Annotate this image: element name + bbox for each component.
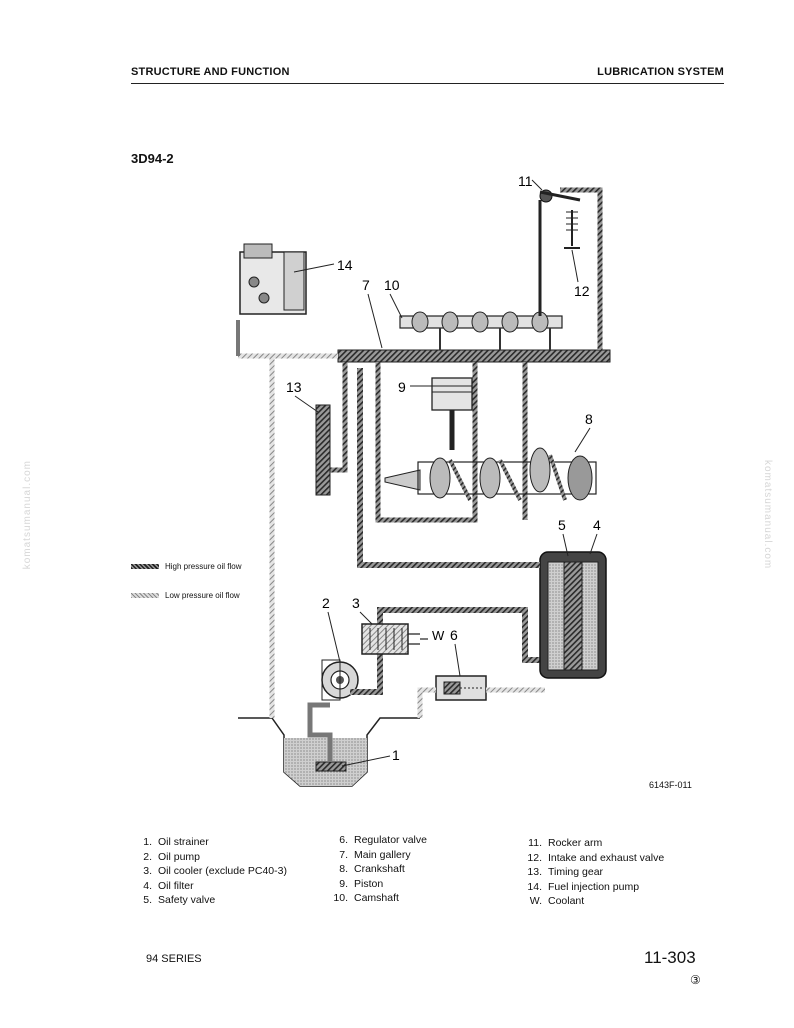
legend-low-pressure: Low pressure oil flow [131, 591, 240, 600]
suction-pipe [307, 702, 333, 762]
list-item: 4.Oil filter [143, 879, 194, 892]
crank-branch [375, 362, 478, 523]
legend-high-pressure: High pressure oil flow [131, 562, 241, 571]
parts-list-col2: 6.Regulator valve 7.Main gallery 8.Crank… [326, 833, 427, 906]
regulator-return [417, 687, 545, 718]
regulator-valve [435, 675, 487, 701]
page-number: 11-303 [644, 948, 696, 967]
callout-14: 14 [337, 257, 353, 273]
list-item: 10.Camshaft [333, 892, 399, 904]
crankshaft [384, 447, 597, 501]
callout-3: 3 [352, 595, 360, 611]
leader-lines [293, 179, 598, 767]
pump-outlet-pipe [350, 607, 545, 695]
timing-gear [315, 404, 331, 496]
figure-id: 6143F-011 [649, 780, 692, 790]
list-item: 12.Intake and exhaust valve [527, 851, 665, 864]
watermark-right: komatsumanual.com [762, 460, 773, 570]
piston [431, 377, 473, 450]
callout-8: 8 [585, 411, 593, 427]
legend-low-label: Low pressure oil flow [165, 591, 240, 600]
list-item: 5.Safety valve [143, 894, 216, 906]
legend-high-swatch [131, 564, 159, 570]
list-item: 9.Piston [339, 877, 384, 890]
header-section-title: STRUCTURE AND FUNCTION [131, 66, 290, 78]
callout-1: 1 [392, 747, 400, 763]
list-item: 6.Regulator valve [339, 834, 427, 846]
callout-12: 12 [574, 283, 590, 299]
main-gallery [337, 349, 611, 363]
callout-7: 7 [362, 277, 370, 293]
list-item: 2.Oil pump [143, 850, 201, 863]
callout-w: W [432, 628, 445, 643]
legend-high-label: High pressure oil flow [165, 562, 242, 571]
callout-13: 13 [286, 379, 302, 395]
list-item: 3.Oil cooler (exclude PC40-3) [143, 865, 287, 877]
list-item: 14.Fuel injection pump [527, 880, 640, 893]
callout-2: 2 [322, 595, 330, 611]
list-item: 8.Crankshaft [339, 863, 405, 875]
oil-cooler [361, 623, 428, 655]
revision-mark: ③ [690, 973, 701, 987]
rocker-feed [560, 187, 603, 350]
list-item: 1.Oil strainer [143, 836, 209, 848]
engine-model-label: 3D94-2 [131, 151, 174, 166]
oil-strainer [315, 761, 347, 772]
timing-branch [330, 362, 348, 473]
footer-series: 94 SERIES [146, 953, 202, 965]
oil-filter [539, 551, 607, 679]
rocker-assembly [538, 189, 581, 316]
header-chapter-title: LUBRICATION SYSTEM [597, 66, 724, 78]
list-item: 13.Timing gear [527, 866, 604, 878]
list-item: 7.Main gallery [339, 848, 411, 861]
filter-to-gallery-pipe [357, 368, 540, 568]
list-item: 11.Rocker arm [528, 837, 603, 849]
callout-9: 9 [398, 379, 406, 395]
callout-5: 5 [558, 517, 566, 533]
callout-10: 10 [384, 277, 400, 293]
camshaft [399, 311, 563, 350]
parts-list-col1: 1.Oil strainer 2.Oil pump 3.Oil cooler (… [130, 835, 287, 908]
callout-11: 11 [518, 173, 533, 189]
header-rule [131, 83, 724, 84]
list-item: W.Coolant [529, 895, 585, 907]
callout-6: 6 [450, 627, 458, 643]
parts-list-col3: 11.Rocker arm 12.Intake and exhaust valv… [520, 836, 664, 909]
fuel-injection-pump [236, 243, 307, 356]
callout-4: 4 [593, 517, 601, 533]
legend-low-swatch [131, 593, 159, 599]
callout-labels: 1 2 3 4 5 6 7 8 9 10 11 12 13 14 W [286, 173, 601, 763]
